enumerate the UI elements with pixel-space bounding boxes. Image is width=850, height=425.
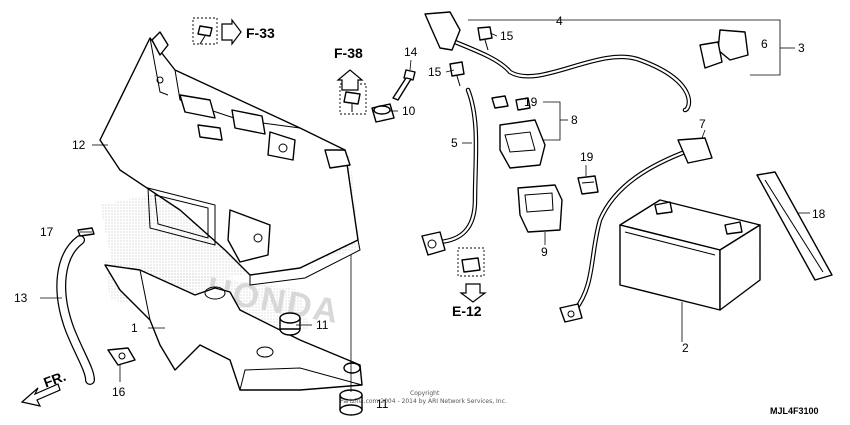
callout-15-lower: 15: [428, 65, 442, 79]
callout-19-fuse: 19: [580, 150, 594, 164]
callout-9: 9: [541, 245, 548, 259]
battery-part-2[interactable]: [619, 199, 761, 311]
screw-top-left[interactable]: [192, 17, 218, 45]
fuse-box-part-9[interactable]: [517, 184, 563, 233]
bolt-part-15-upper[interactable]: [477, 26, 493, 51]
callout-19-relay: 19: [524, 95, 538, 109]
starter-relay-part-8[interactable]: [491, 95, 546, 169]
cable-part-4[interactable]: [424, 11, 692, 113]
front-label: FR.: [41, 368, 68, 391]
clip-part-16[interactable]: [107, 347, 136, 366]
bolt-part-14[interactable]: [392, 69, 416, 101]
cable-part-5[interactable]: [421, 87, 479, 256]
battery-band-part-18[interactable]: [756, 171, 833, 281]
terminal-cover-part-7[interactable]: [677, 137, 713, 164]
terminal-cover-part-6[interactable]: [699, 29, 749, 69]
grommet-part-11-upper[interactable]: [279, 312, 301, 336]
callout-14: 14: [404, 45, 418, 59]
bolt-part-15-lower[interactable]: [449, 61, 465, 87]
reference-f33: F-33: [246, 25, 275, 41]
battery-box-part-12[interactable]: [99, 31, 361, 286]
arrow-f38: [336, 69, 364, 91]
callout-1: 1: [131, 321, 138, 335]
screw-f38[interactable]: [339, 83, 367, 115]
bracket-part-1[interactable]: [104, 264, 363, 391]
front-arrow: [20, 383, 61, 407]
callout-18: 18: [812, 207, 826, 221]
callout-17: 17: [40, 225, 54, 239]
drain-tube-part-13[interactable]: [56, 235, 95, 385]
callout-12: 12: [72, 138, 86, 152]
callout-11-lower: 11: [376, 397, 389, 411]
callout-3: 3: [798, 41, 805, 55]
copyright-line-1: Copyright: [410, 390, 440, 397]
callout-4: 4: [556, 14, 563, 28]
callout-15-upper: 15: [500, 29, 514, 43]
callout-5: 5: [451, 136, 458, 150]
arrow-f33: [221, 18, 242, 46]
callout-6: 6: [761, 37, 768, 51]
collar-part-10[interactable]: [371, 103, 395, 123]
nut-e12[interactable]: [457, 247, 485, 277]
callout-13: 13: [14, 291, 28, 305]
copyright-line-2: Partzilla.com 2004 - 2014 by ARI Network…: [340, 398, 507, 405]
positive-cable[interactable]: [559, 147, 693, 323]
leader-lines: [40, 32, 810, 382]
reference-f38: F-38: [334, 45, 363, 61]
arrow-e12: [459, 283, 487, 303]
diagram-code: MJL4F3100: [770, 406, 819, 416]
callout-8: 8: [571, 113, 578, 127]
callout-16: 16: [112, 385, 126, 399]
callout-7: 7: [699, 117, 706, 131]
callout-2: 2: [682, 341, 689, 355]
callout-10: 10: [402, 104, 416, 118]
reference-e12: E-12: [452, 303, 482, 319]
fuse-part-19[interactable]: [577, 175, 599, 195]
callout-11-upper: 11: [316, 318, 329, 332]
